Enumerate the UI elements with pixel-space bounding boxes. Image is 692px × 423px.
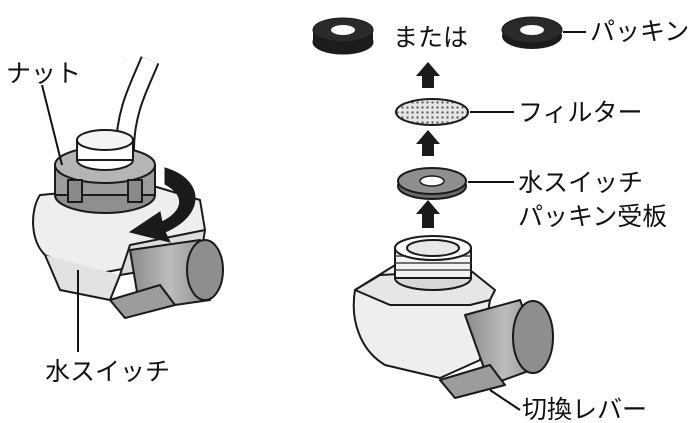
nut-leader bbox=[41, 84, 63, 166]
packing-option-thick bbox=[312, 17, 374, 55]
nut-label: ナット bbox=[6, 59, 81, 88]
lever-cylinder bbox=[109, 239, 224, 319]
left-faucet-assembly bbox=[32, 53, 224, 352]
or-text: または bbox=[393, 23, 468, 52]
packing-label: パッキン bbox=[590, 17, 689, 46]
up-arrow-icon bbox=[416, 62, 440, 88]
up-arrow-icon-3 bbox=[416, 200, 440, 228]
filter-mesh bbox=[395, 98, 469, 126]
nut bbox=[54, 129, 156, 214]
up-arrow-icon-2 bbox=[416, 130, 440, 156]
water-switch-label-left: 水スイッチ bbox=[45, 357, 170, 386]
right-switch-body bbox=[352, 235, 554, 399]
packing-option-thin bbox=[501, 16, 563, 49]
lever-label: 切換レバー bbox=[522, 395, 647, 423]
lever-leader bbox=[489, 389, 521, 411]
packing-seat-label: パッキン受板 bbox=[518, 202, 667, 231]
filter-label: フィルター bbox=[518, 98, 643, 127]
rotate-arrow-icon bbox=[128, 167, 196, 243]
water-switch-label-right: 水スイッチ bbox=[518, 168, 643, 197]
packing-seat-plate bbox=[397, 167, 467, 200]
